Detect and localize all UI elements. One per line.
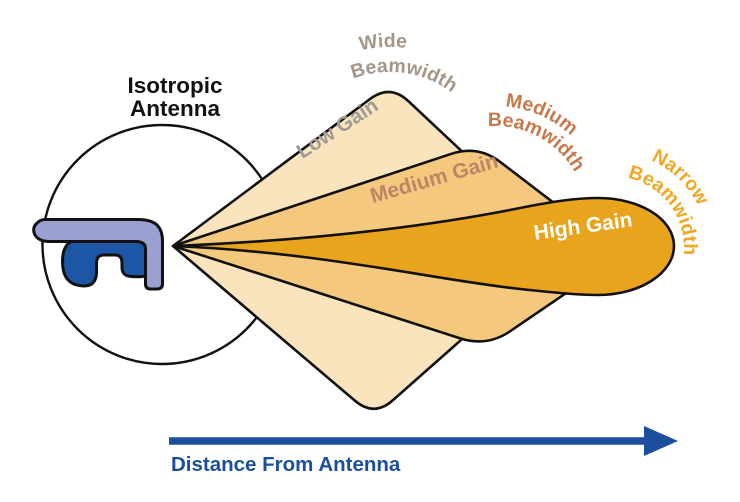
wide-beamwidth-word2: Beamwidth [348, 55, 461, 97]
wide-beamwidth-label-word2: Beamwidth [348, 55, 461, 97]
distance-arrow-head [644, 426, 678, 456]
antenna-icon-horn [32, 218, 164, 291]
distance-axis-label: Distance From Antenna [171, 453, 401, 476]
wide-beamwidth-label-word1: Wide [358, 30, 409, 55]
antenna-icon-base [61, 238, 148, 288]
isotropic-antenna-label-line1: Isotropic [127, 73, 222, 98]
antenna-icon [32, 218, 164, 291]
isotropic-antenna-label-line2: Antenna [130, 96, 220, 121]
wide-beamwidth-word: Wide [358, 30, 409, 55]
high-gain-lobe [171, 196, 676, 297]
distance-arrow [169, 426, 678, 456]
